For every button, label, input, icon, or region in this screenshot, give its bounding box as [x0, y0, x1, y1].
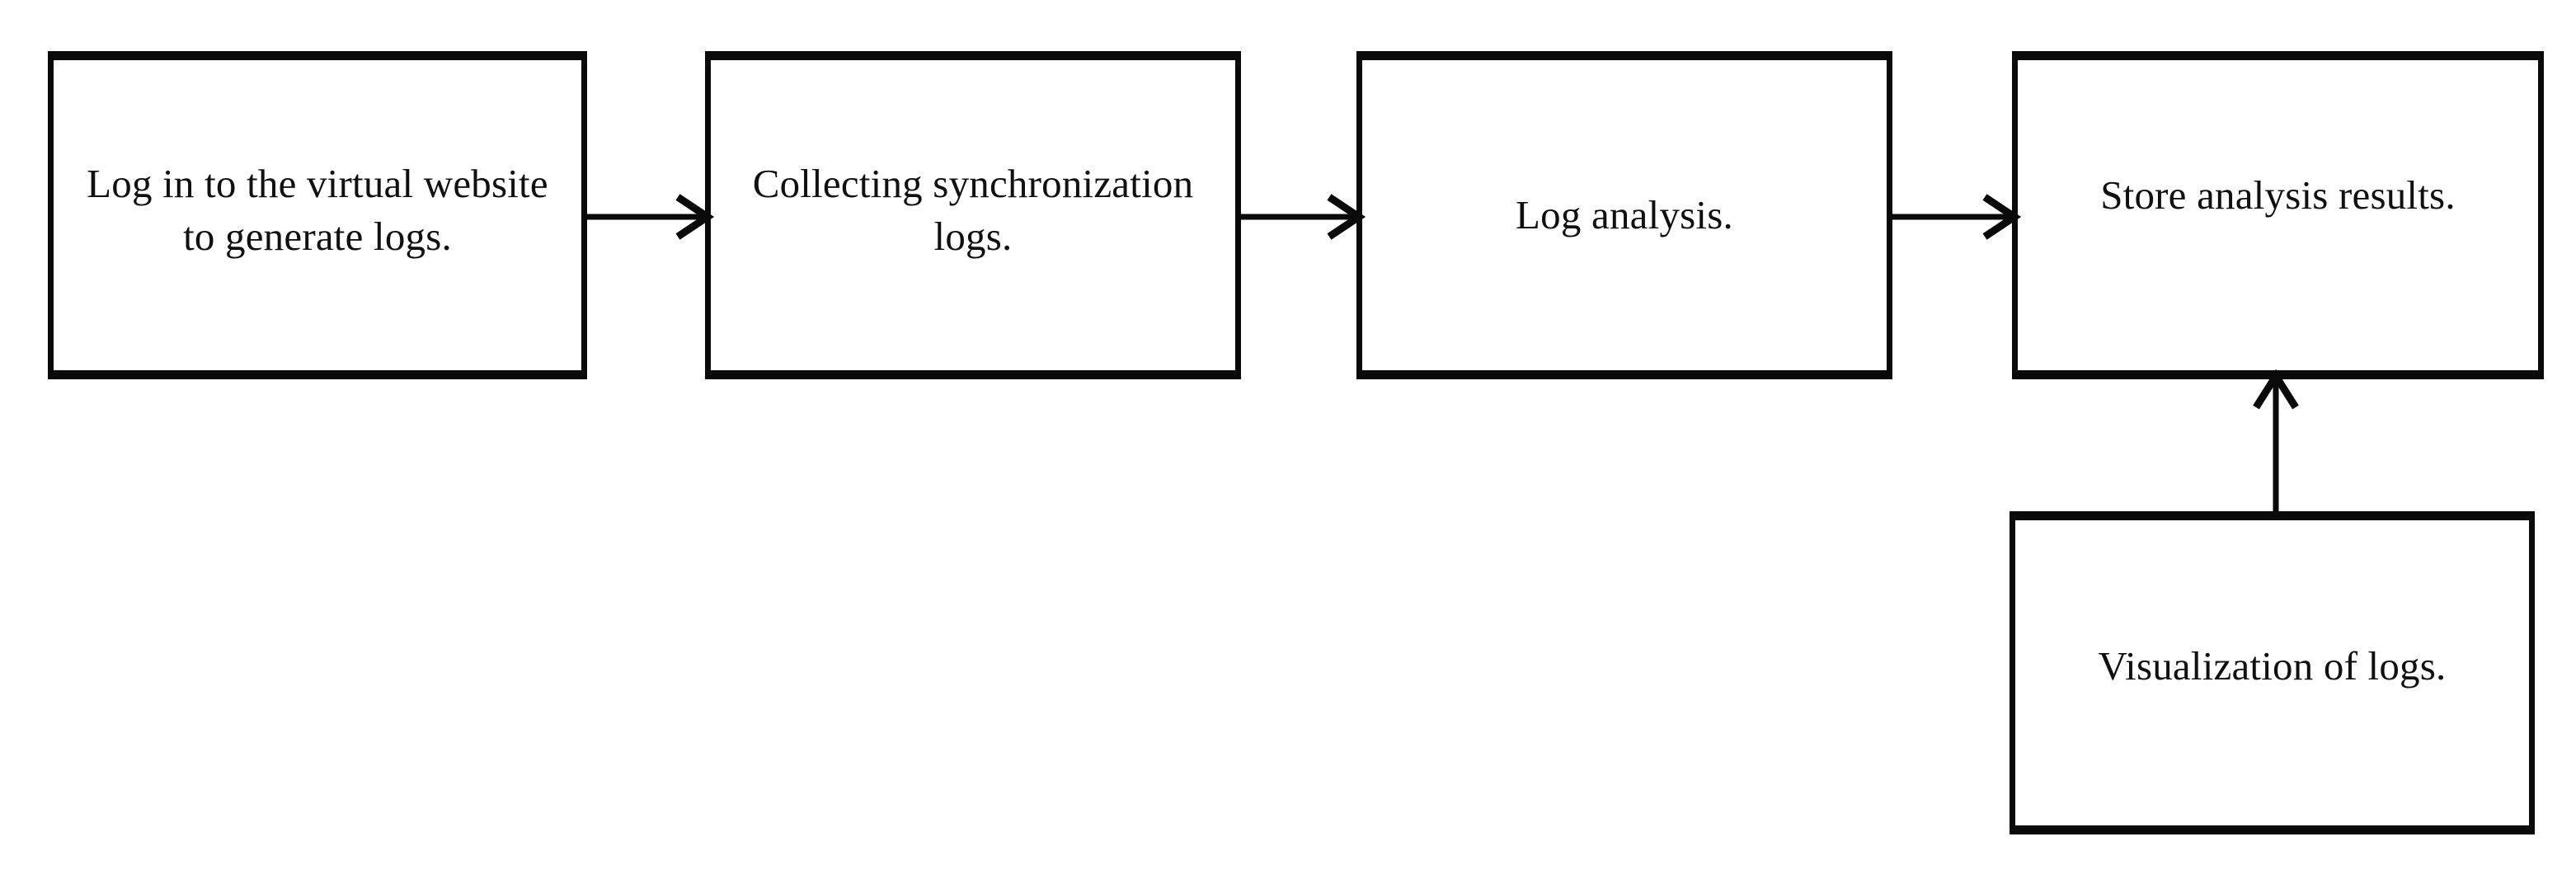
arrow-right-icon — [582, 194, 715, 240]
arrow-up-icon — [2253, 369, 2299, 518]
flow-node-store-results[interactable]: Store analysis results. — [2012, 51, 2544, 379]
flow-node-store-results-label: Store analysis results. — [2100, 172, 2456, 219]
flow-node-collecting-logs[interactable]: Collecting synchronization logs. — [705, 51, 1241, 379]
flow-node-visualization[interactable]: Visualization of logs. — [2010, 511, 2535, 834]
flow-node-visualization-label: Visualization of logs. — [2098, 643, 2447, 689]
flow-node-collecting-logs-label: Collecting synchronization logs. — [752, 161, 1194, 259]
arrow-right-icon — [1887, 194, 2022, 240]
flow-arrow-analyze-to-store — [1887, 192, 2022, 242]
flow-arrow-visualize-to-store — [2247, 369, 2305, 518]
flow-arrow-collect-to-analyze — [1236, 192, 1366, 242]
flow-node-log-analysis-label: Log analysis. — [1516, 192, 1733, 238]
flow-node-login[interactable]: Log in to the virtual website to generat… — [48, 51, 587, 379]
flow-node-login-label: Log in to the virtual website to generat… — [87, 161, 548, 259]
flow-node-log-analysis[interactable]: Log analysis. — [1356, 51, 1892, 379]
flow-arrow-login-to-collect — [582, 192, 715, 242]
arrow-right-icon — [1236, 194, 1366, 240]
